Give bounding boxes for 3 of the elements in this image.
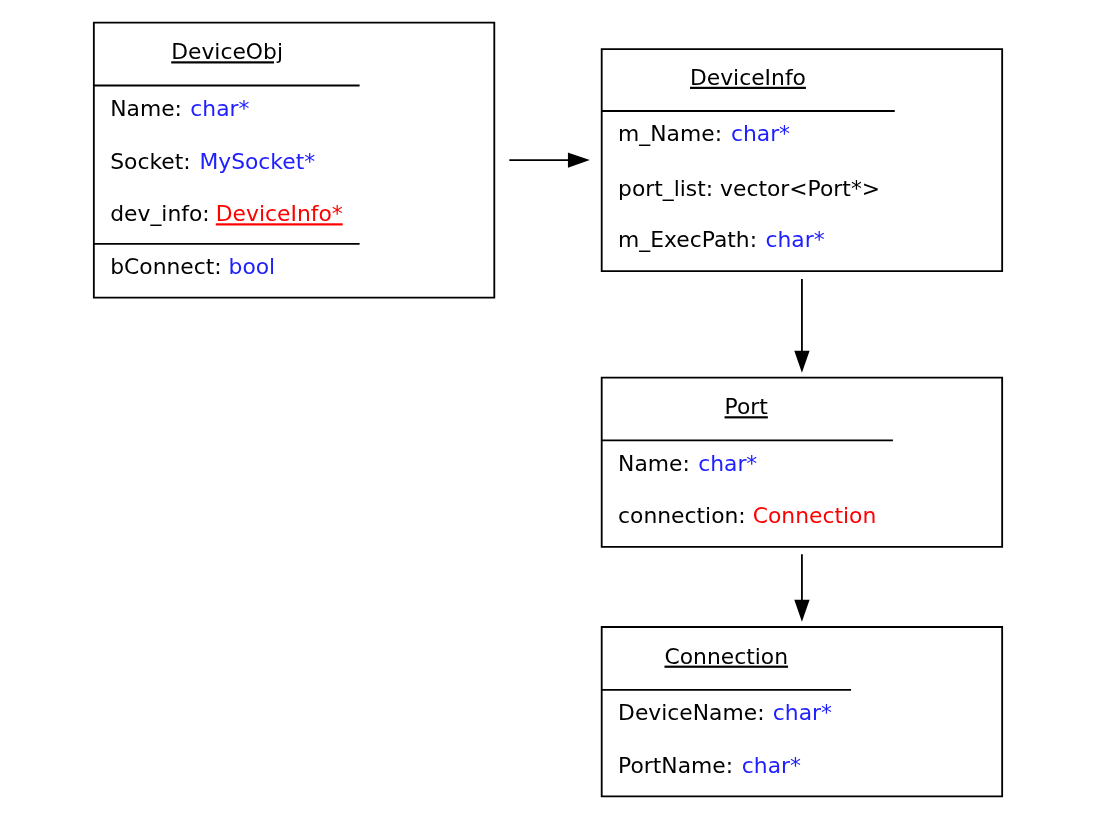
arrow [794, 278, 810, 373]
arrow [794, 553, 810, 622]
arrow [508, 152, 590, 168]
